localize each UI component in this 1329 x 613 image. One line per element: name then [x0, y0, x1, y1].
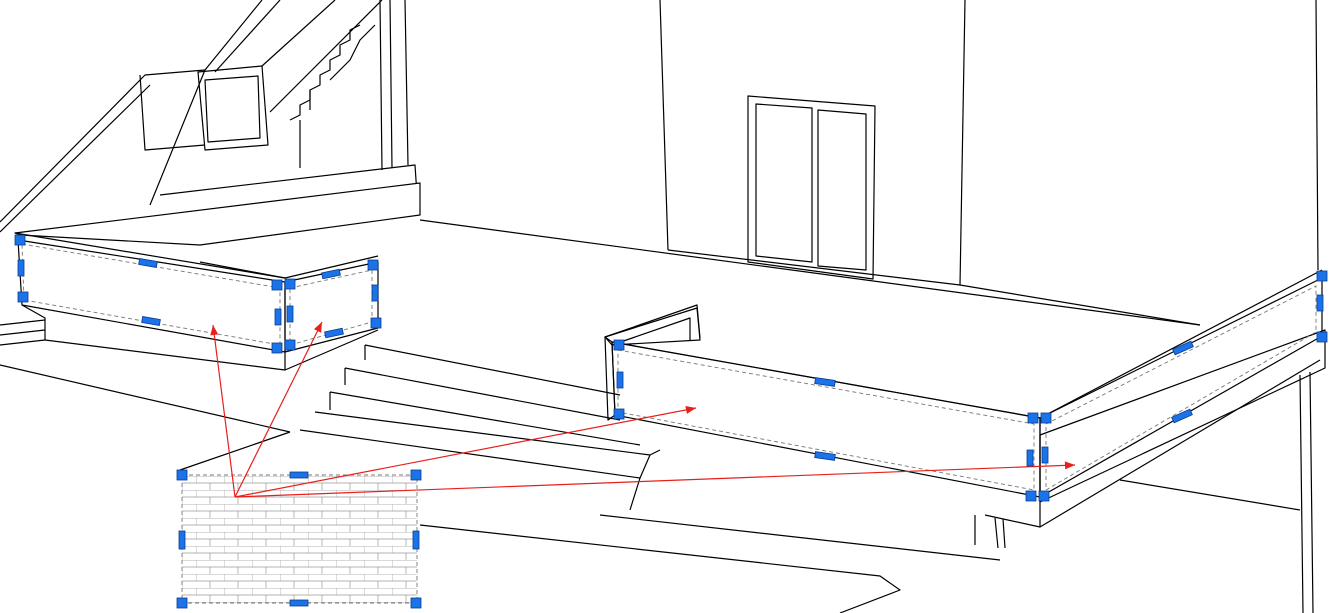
- square-grip-handle[interactable]: [410, 597, 422, 609]
- square-grip-handle[interactable]: [1025, 490, 1037, 502]
- square-grip-handle[interactable]: [271, 279, 283, 291]
- arrow-to-left-wall-front-face: [210, 324, 236, 498]
- bar-grip-handle[interactable]: [1041, 446, 1049, 464]
- square-grip-handle[interactable]: [1038, 490, 1050, 502]
- bar-grip-handle[interactable]: [289, 599, 309, 607]
- bar-grip-handle[interactable]: [814, 451, 836, 461]
- square-grip-handle[interactable]: [271, 342, 283, 354]
- bar-grip-handle[interactable]: [274, 308, 282, 326]
- arrowhead-icon: [210, 325, 219, 336]
- square-grip-handle[interactable]: [284, 339, 296, 351]
- bar-grip-handle[interactable]: [616, 371, 624, 389]
- square-grip-handle[interactable]: [613, 339, 625, 351]
- square-grip-handle[interactable]: [410, 469, 422, 481]
- arrow-to-right-wall-front-face: [234, 405, 697, 498]
- square-grip-handle[interactable]: [284, 278, 296, 290]
- arrowhead-icon: [1064, 461, 1075, 470]
- bar-grip-handle[interactable]: [324, 327, 344, 339]
- square-grip-handle[interactable]: [1027, 412, 1039, 424]
- upper-stairs: [0, 0, 419, 241]
- square-grip-handle[interactable]: [370, 317, 382, 329]
- left-wall: [14, 182, 421, 371]
- bar-grip-handle[interactable]: [412, 530, 420, 550]
- bar-grip-handle[interactable]: [814, 377, 836, 387]
- square-grip-handle[interactable]: [17, 291, 29, 303]
- bar-grip-handle[interactable]: [321, 268, 341, 280]
- bar-grip-handle[interactable]: [141, 316, 161, 326]
- bar-grip-handle[interactable]: [1172, 340, 1194, 356]
- arrowhead-icon: [685, 405, 696, 414]
- bar-grip-handle[interactable]: [289, 471, 309, 479]
- bar-grip-handle[interactable]: [17, 259, 25, 277]
- square-grip-handle[interactable]: [367, 259, 379, 271]
- arrow-to-right-wall-side-face: [234, 461, 1076, 498]
- square-grip-handle[interactable]: [613, 408, 625, 420]
- bar-grip-handle[interactable]: [1316, 294, 1324, 312]
- square-grip-handle[interactable]: [1040, 412, 1052, 424]
- bar-grip-handle[interactable]: [1026, 449, 1034, 467]
- square-grip-handle[interactable]: [176, 469, 188, 481]
- bar-grip-handle[interactable]: [178, 530, 186, 550]
- arrow-to-left-wall-side-face: [234, 321, 323, 498]
- bar-grip-handle[interactable]: [371, 284, 379, 302]
- front-stairs: [0, 319, 1001, 613]
- square-grip-handle[interactable]: [1316, 270, 1328, 282]
- square-grip-handle[interactable]: [14, 234, 26, 246]
- bar-grip-handle[interactable]: [286, 305, 294, 323]
- square-grip-handle[interactable]: [1316, 331, 1328, 343]
- bar-grip-handle[interactable]: [1171, 408, 1193, 424]
- bar-grip-handle[interactable]: [138, 258, 158, 268]
- square-grip-handle[interactable]: [176, 597, 188, 609]
- house-structure: [419, 0, 1319, 326]
- arrowhead-icon: [313, 322, 322, 333]
